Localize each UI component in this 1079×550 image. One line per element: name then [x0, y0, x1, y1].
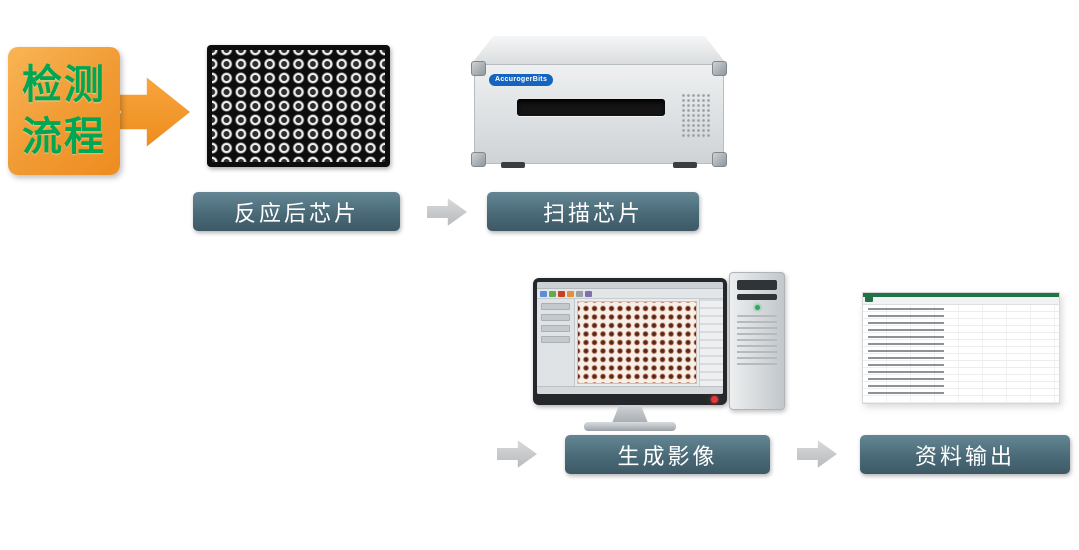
tower-vent-grille [737, 315, 777, 367]
sidebar-button [541, 303, 570, 310]
sidebar-button [541, 314, 570, 321]
scanner-corner-bracket [471, 61, 486, 76]
scanner-foot [673, 162, 697, 168]
mini-app-body [537, 299, 723, 386]
computer-tower-image [729, 272, 785, 410]
step-label-text: 资料输出 [914, 443, 1015, 469]
step-label-reacted-chip: 反应后芯片 [193, 192, 400, 231]
monitor-stand-base [584, 422, 676, 431]
step-label-data-output: 资料输出 [860, 435, 1070, 474]
sidebar-button [541, 336, 570, 343]
toolbar-icon [585, 291, 592, 297]
flow-arrow-icon [427, 198, 467, 226]
monitor-stand-neck [612, 405, 648, 423]
microplate-image [207, 45, 390, 167]
spreadsheet-ribbon [863, 293, 1059, 297]
mini-app-right-panel [699, 299, 723, 386]
toolbar-icon [576, 291, 583, 297]
mini-app-sidebar [537, 299, 575, 386]
monitor-power-led [711, 396, 718, 403]
scanner-brand-label: AccurogerBits [489, 74, 554, 86]
scanner-vent-grille [681, 93, 711, 139]
scanner-chip-slot [517, 99, 665, 116]
step-label-text: 反应后芯片 [233, 200, 359, 226]
mini-app-statusbar [537, 386, 723, 394]
step-label-text: 扫描芯片 [542, 200, 643, 226]
spreadsheet-image [862, 292, 1060, 404]
scanner-corner-bracket [712, 61, 727, 76]
microplate-wells-grid [212, 50, 385, 162]
mini-app-titlebar [537, 282, 723, 289]
scanner-front-face: AccurogerBits [471, 61, 727, 168]
scanner-top-face [470, 36, 728, 66]
badge-line-1: 检测 [22, 62, 106, 107]
tower-drive-bay [737, 294, 777, 300]
mini-plate-scan-view [577, 301, 697, 384]
sidebar-button [541, 325, 570, 332]
spreadsheet-logo-icon [865, 294, 873, 302]
spreadsheet-data-rows [868, 308, 944, 397]
toolbar-icon [567, 291, 574, 297]
scanner-corner-bracket [471, 152, 486, 167]
tower-drive-bay [737, 280, 777, 290]
flow-arrow-icon [797, 440, 837, 468]
monitor-screen [537, 282, 723, 394]
toolbar-icon [549, 291, 556, 297]
badge-arrow-icon [110, 77, 190, 147]
spreadsheet-column-header [863, 297, 1059, 305]
step-label-generate-image: 生成影像 [565, 435, 770, 474]
step-label-scan-chip: 扫描芯片 [487, 192, 699, 231]
mini-app-toolbar [537, 289, 723, 299]
toolbar-icon [540, 291, 547, 297]
scanner-image: AccurogerBits [468, 36, 730, 168]
step-label-text: 生成影像 [617, 443, 718, 469]
title-badge: 检测 流程 [8, 47, 120, 175]
computer-monitor-image [533, 278, 727, 405]
scanner-corner-bracket [712, 152, 727, 167]
flow-arrow-icon [497, 440, 537, 468]
scanner-foot [501, 162, 525, 168]
badge-line-2: 流程 [22, 114, 106, 159]
toolbar-icon [558, 291, 565, 297]
tower-power-led [754, 305, 760, 310]
